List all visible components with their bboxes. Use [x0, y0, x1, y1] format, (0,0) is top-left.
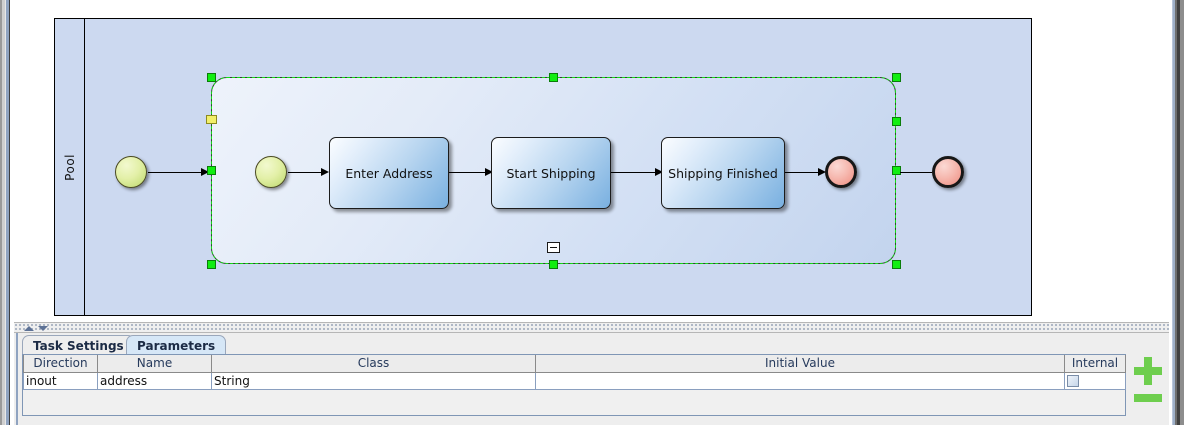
cell-initial-value[interactable] [535, 371, 1065, 390]
task-enter-address[interactable]: Enter Address [329, 137, 449, 209]
resize-handle-n[interactable] [549, 73, 558, 82]
tab-task-settings[interactable]: Task Settings [22, 335, 135, 355]
panel-inner: Task Settings Parameters Direction Name [16, 333, 1168, 425]
window-right-edge [1170, 0, 1184, 425]
arrowhead-icon [201, 168, 209, 176]
diagram-canvas[interactable]: Pool Enter Address Start Shipping [14, 0, 1169, 320]
collapse-up-icon[interactable] [24, 326, 34, 331]
resize-handle-w[interactable] [207, 166, 216, 175]
start-event-inner[interactable] [255, 156, 287, 188]
table-action-buttons [1128, 354, 1168, 416]
table-header-row: Direction Name Class Initial Value Inter… [23, 355, 1126, 373]
start-event-outer[interactable] [115, 156, 147, 188]
column-header-initial-value[interactable]: Initial Value [535, 355, 1065, 373]
column-header-direction[interactable]: Direction [23, 355, 98, 373]
add-parameter-button[interactable] [1134, 357, 1162, 385]
collapse-down-icon[interactable] [38, 326, 48, 331]
task-label: Start Shipping [506, 165, 596, 181]
resize-handle-nw[interactable] [207, 73, 216, 82]
arrowhead-icon [818, 168, 826, 176]
split-pane-divider[interactable] [14, 322, 1169, 333]
table-row[interactable]: inout address String [23, 371, 1126, 390]
right-accent-border [1173, 0, 1175, 425]
connector-subprocess-to-end[interactable] [900, 172, 957, 173]
arrowhead-icon [321, 168, 329, 176]
properties-panel: Task Settings Parameters Direction Name [14, 333, 1169, 425]
remove-parameter-button[interactable] [1134, 394, 1162, 402]
cell-direction[interactable]: inout [23, 371, 98, 390]
label-handle[interactable] [892, 117, 901, 126]
task-start-shipping[interactable]: Start Shipping [491, 137, 611, 209]
pool-container[interactable]: Pool Enter Address Start Shipping [54, 18, 1032, 316]
resize-handle-s[interactable] [549, 260, 558, 269]
task-label: Shipping Finished [668, 165, 778, 181]
end-event-outer[interactable] [932, 156, 964, 188]
cell-class[interactable]: String [211, 371, 536, 390]
left-accent-border [6, 0, 9, 425]
tab-label: Task Settings [33, 338, 124, 353]
end-event-inner[interactable] [825, 156, 857, 188]
pool-label: Pool [62, 153, 77, 181]
resize-handle-ne[interactable] [892, 73, 901, 82]
resize-handle-se[interactable] [892, 260, 901, 269]
boundary-event-handle[interactable] [206, 115, 217, 124]
column-header-internal[interactable]: Internal [1064, 355, 1126, 373]
parameters-table: Direction Name Class Initial Value Inter… [23, 355, 1126, 390]
connector-start-to-subprocess[interactable] [148, 172, 203, 173]
connector-task3-to-innerend[interactable] [785, 172, 821, 173]
tab-parameters[interactable]: Parameters [126, 335, 227, 355]
tab-label: Parameters [137, 338, 216, 353]
parameters-table-wrapper[interactable]: Direction Name Class Initial Value Inter… [22, 354, 1126, 416]
subprocess-collapse-icon[interactable] [547, 242, 560, 253]
connector-task2-to-task3[interactable] [611, 172, 658, 173]
cell-internal[interactable] [1064, 371, 1126, 390]
resize-handle-e[interactable] [892, 166, 901, 175]
connector-task1-to-task2[interactable] [449, 172, 488, 173]
cell-name[interactable]: address [97, 371, 212, 390]
pool-header-lane[interactable]: Pool [55, 19, 85, 315]
column-header-name[interactable]: Name [97, 355, 212, 373]
task-label: Enter Address [345, 165, 433, 181]
window-left-edge [0, 0, 14, 425]
resize-handle-sw[interactable] [207, 260, 216, 269]
column-header-class[interactable]: Class [211, 355, 536, 373]
arrowhead-icon [485, 168, 493, 176]
connector-innerstart-to-task1[interactable] [288, 172, 324, 173]
internal-checkbox[interactable] [1067, 375, 1079, 387]
task-shipping-finished[interactable]: Shipping Finished [661, 137, 785, 209]
arrowhead-icon [655, 168, 663, 176]
